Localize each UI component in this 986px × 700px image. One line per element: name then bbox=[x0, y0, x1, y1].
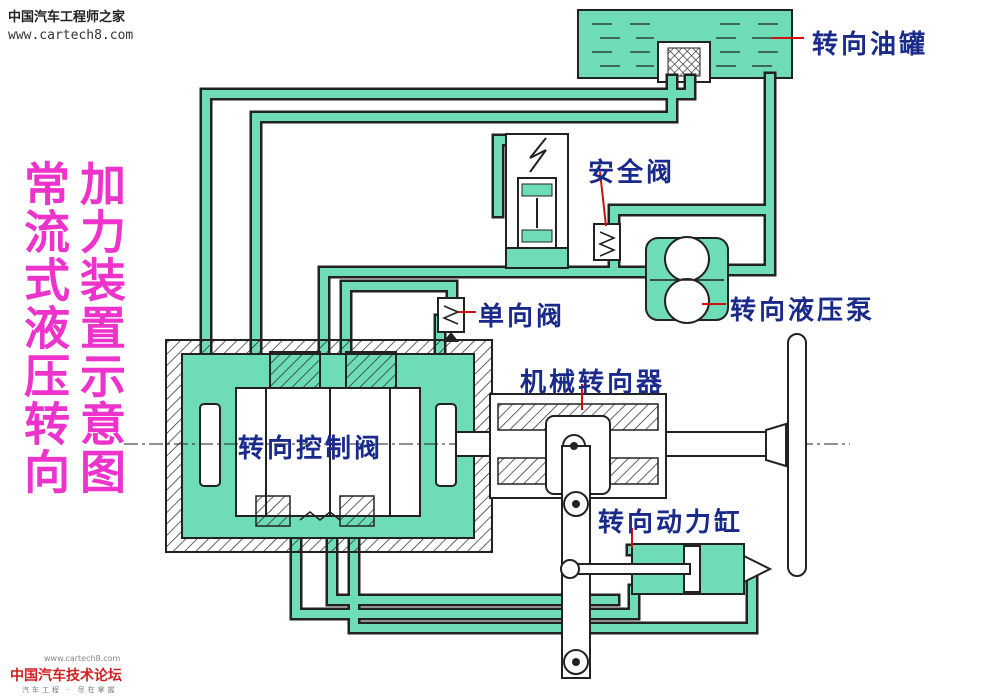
title-column-2: 加力装置示意图 bbox=[73, 160, 127, 496]
label-check-valve: 单向阀 bbox=[478, 302, 566, 332]
label-oil-tank: 转向油罐 bbox=[812, 30, 929, 60]
relief-check-valve bbox=[593, 223, 621, 261]
label-safety-valve: 安全阀 bbox=[588, 158, 676, 188]
hydraulic-pump bbox=[645, 236, 729, 324]
power-cylinder bbox=[560, 543, 773, 595]
label-steering-gear: 机械转向器 bbox=[520, 368, 666, 398]
forum-name: 中国汽车技术论坛 bbox=[10, 668, 122, 684]
label-power-cylinder: 转向动力缸 bbox=[598, 508, 744, 538]
watermark-site-name: 中国汽车工程师之家 bbox=[8, 10, 126, 25]
forum-url: www.cartech8.com bbox=[44, 654, 121, 663]
safety-valve bbox=[505, 133, 569, 269]
title-column-1: 常流式液压转向 bbox=[17, 160, 71, 496]
watermark-url: www.cartech8.com bbox=[8, 28, 134, 43]
oil-tank bbox=[577, 9, 793, 83]
label-hydraulic-pump: 转向液压泵 bbox=[730, 296, 876, 326]
check-valve bbox=[437, 297, 465, 342]
label-control-valve: 转向控制阀 bbox=[238, 434, 384, 464]
forum-subtitle: 汽车工程 · 尽在掌握 bbox=[22, 686, 118, 694]
leader-lines bbox=[458, 37, 804, 548]
steering-gear bbox=[489, 393, 667, 499]
steering-wheel bbox=[765, 333, 807, 577]
